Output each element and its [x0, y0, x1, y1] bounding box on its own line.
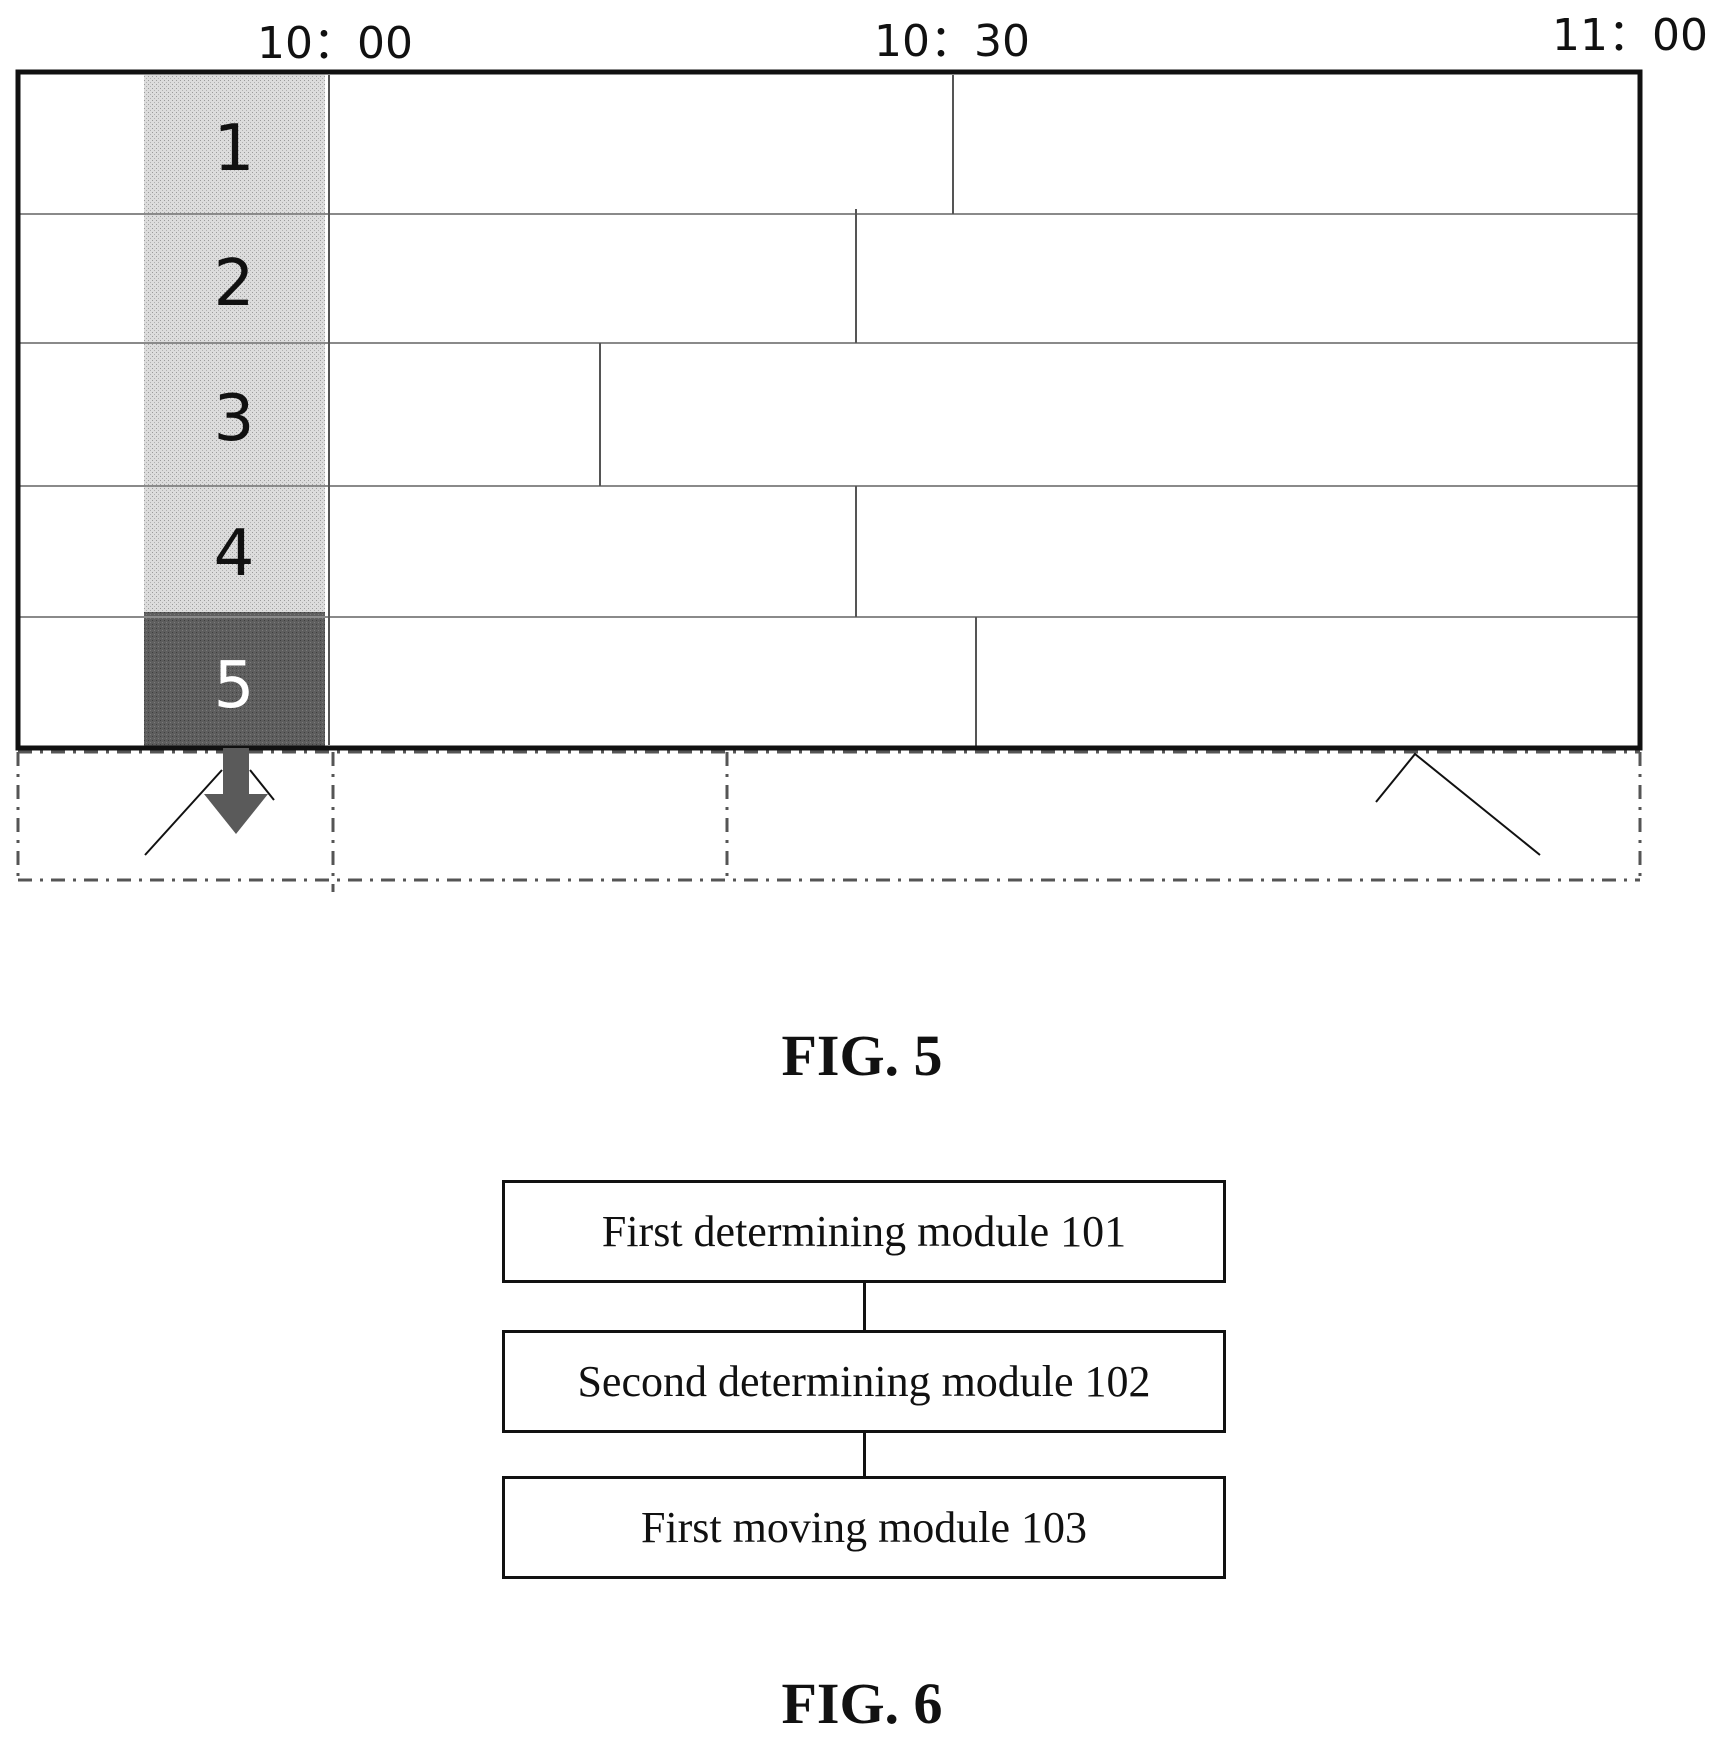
cursor-diagonals: [145, 754, 1540, 855]
time-label-1030: 10：30: [874, 16, 1030, 67]
module-label-102: Second determining module 102: [577, 1356, 1150, 1407]
connector-101-102: [863, 1283, 866, 1330]
module-box-103: First moving module 103: [502, 1476, 1226, 1579]
move-down-arrow-icon: [204, 748, 268, 834]
fig6-caption: FIG. 6: [0, 1670, 1724, 1737]
module-label-101: First determining module 101: [602, 1206, 1126, 1257]
dash-dot-region: [18, 752, 1640, 892]
time-label-1000: 10：00: [257, 18, 413, 69]
channel-number-2: 2: [214, 247, 255, 321]
time-label-1100: 11：00: [1552, 10, 1708, 61]
channel-number-5: 5: [214, 649, 255, 723]
program-boundaries: [329, 75, 976, 750]
fig5-caption: FIG. 5: [0, 1022, 1724, 1089]
module-box-102: Second determining module 102: [502, 1330, 1226, 1433]
channel-number-3: 3: [214, 382, 255, 456]
channel-number-1: 1: [214, 112, 255, 186]
module-box-101: First determining module 101: [502, 1180, 1226, 1283]
channel-number-4: 4: [214, 517, 255, 591]
fig5-epg-diagram: 10：00 10：30 11：00 1 2 3 4 5: [0, 0, 1724, 900]
module-label-103: First moving module 103: [641, 1502, 1087, 1553]
connector-102-103: [863, 1433, 866, 1476]
